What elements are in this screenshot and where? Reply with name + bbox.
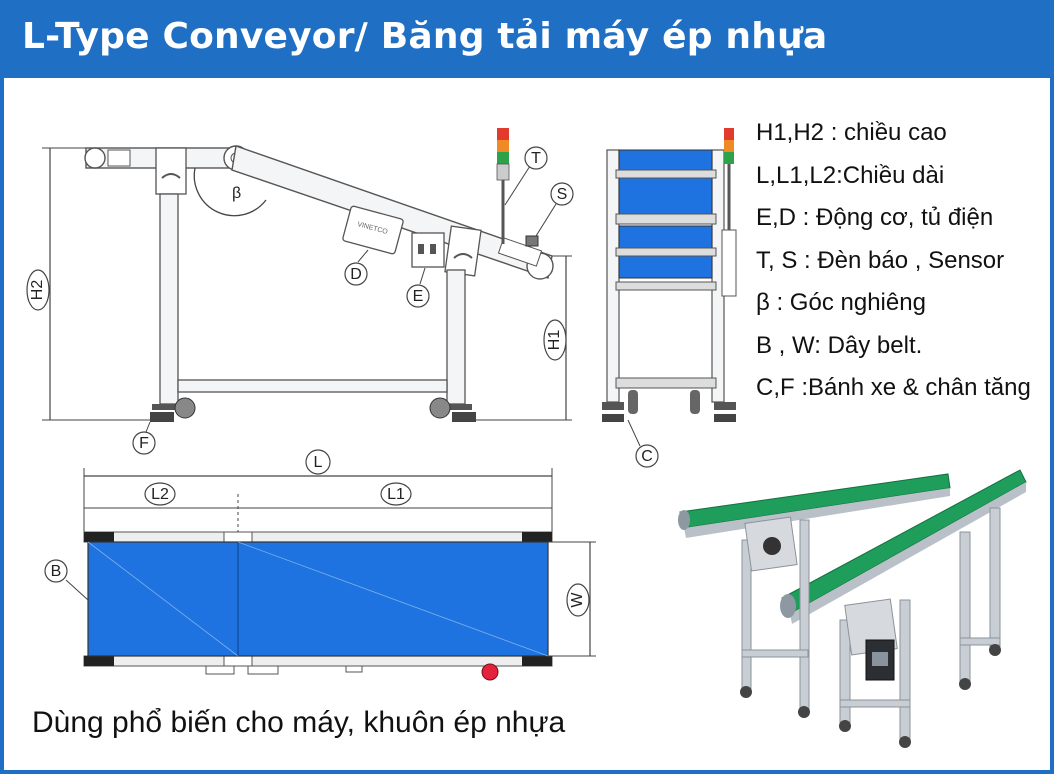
front-view: C: [602, 128, 737, 468]
legend-item: H1,H2 : chiều cao: [756, 119, 947, 146]
side-view: H2 β VINETCO D: [26, 128, 574, 455]
legend-item: β : Góc nghiêng: [756, 289, 926, 316]
b-label: B: [51, 563, 62, 580]
d-label: D: [350, 266, 362, 283]
caption-text: Dùng phổ biến cho máy, khuôn ép nhựa: [32, 706, 566, 739]
f-label: F: [139, 435, 149, 452]
caster-wheel-icon: [429, 397, 451, 419]
page-title: L-Type Conveyor/ Băng tải máy ép nhựa: [22, 16, 828, 57]
legend-item: L,L1,L2:Chiều dài: [756, 161, 945, 189]
legend-item: C,F :Bánh xe & chân tăng: [756, 374, 1031, 401]
l2-label: L2: [151, 486, 169, 503]
w-label: W: [569, 592, 586, 608]
e-label: E: [413, 288, 424, 305]
legend-item: E,D : Động cơ, tủ điện: [756, 204, 994, 231]
legend-item: T, S : Đèn báo , Sensor: [756, 246, 1005, 274]
l-label: L: [314, 454, 323, 471]
top-view: L L2 L1 W B: [44, 449, 596, 681]
c-label: C: [641, 448, 653, 465]
beta-label: β: [232, 185, 241, 202]
h1-label: H1: [546, 330, 563, 351]
conveyor-illustration: [678, 469, 1027, 748]
s-label: S: [557, 186, 568, 203]
h2-label: H2: [29, 280, 46, 301]
l1-label: L1: [387, 486, 405, 503]
legend-item: B , W: Dây belt.: [756, 331, 923, 359]
legend-list: H1,H2 : chiều cao L,L1,L2:Chiều dài E,D …: [756, 116, 1031, 414]
caster-wheel-icon: [174, 397, 196, 419]
t-label: T: [531, 150, 541, 167]
signal-light-icon: [497, 128, 509, 140]
header-bar: L-Type Conveyor/ Băng tải máy ép nhựa: [0, 0, 1054, 78]
